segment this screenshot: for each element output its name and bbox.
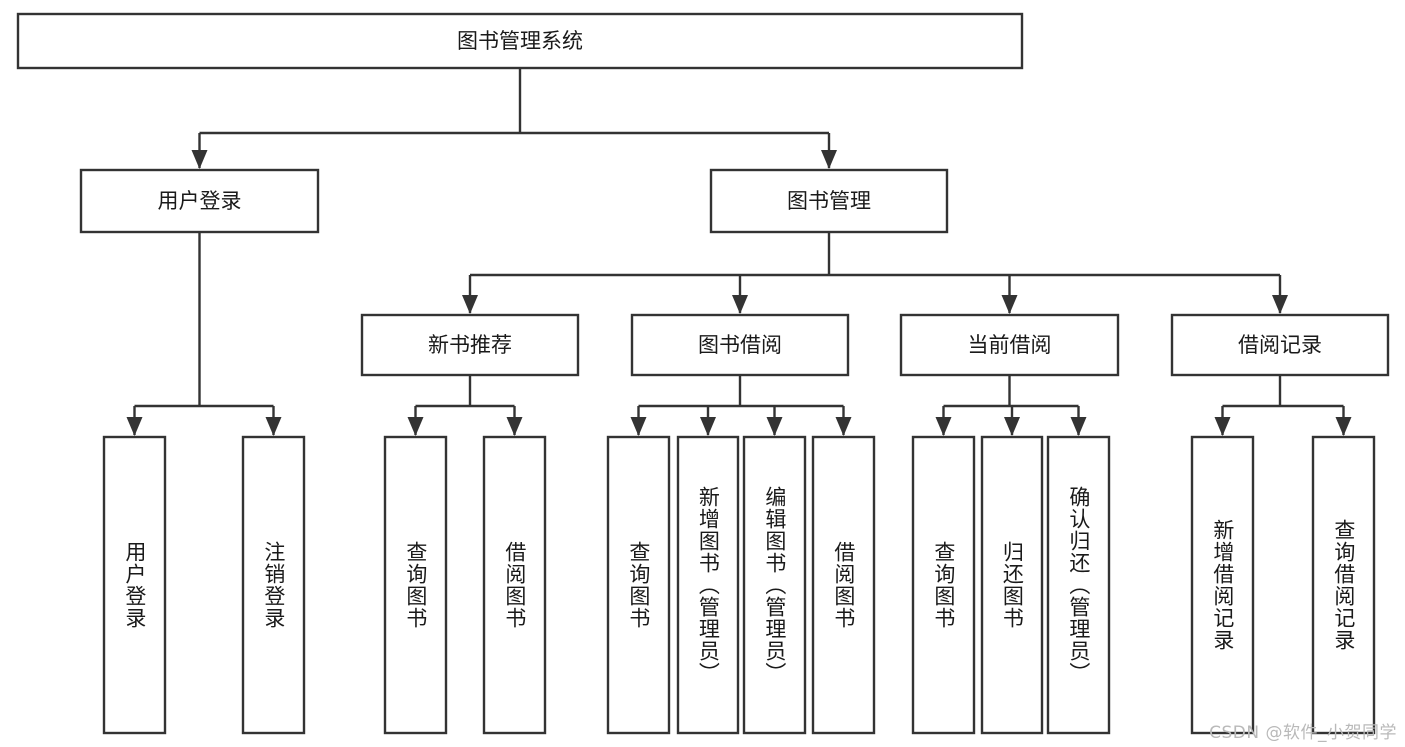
arrow-head-icon [1070, 417, 1087, 436]
arrow-head-icon [732, 295, 748, 314]
node-leaf-3[interactable] [482, 435, 547, 735]
node-leaf-6[interactable] [742, 435, 807, 735]
arrow-head-icon [1004, 417, 1020, 436]
node-box-layer [16, 12, 1390, 735]
arrow-head-icon [1335, 417, 1352, 436]
node-leaf-0[interactable] [102, 435, 167, 735]
arrow-head-icon [630, 417, 647, 436]
node-label: 图书管理系统 [457, 29, 583, 53]
arrow-head-icon [462, 295, 478, 314]
node-leaf-1[interactable] [241, 435, 306, 735]
node-level3-2[interactable] [899, 313, 1120, 377]
node-label: 图书管理 [787, 189, 871, 213]
arrow-head-icon [1001, 295, 1018, 314]
node-leaf-9[interactable] [980, 435, 1044, 735]
arrow-head-icon [835, 417, 852, 436]
node-label: 当前借阅 [968, 333, 1052, 357]
node-label: 借阅记录 [1238, 333, 1322, 357]
node-leaf-12[interactable] [1311, 435, 1376, 735]
csdn-watermark: CSDN @软件_小贺同学 [1209, 723, 1397, 743]
node-level3-0[interactable] [360, 313, 580, 377]
arrow-head-icon [700, 417, 716, 436]
arrow-head-icon [1214, 417, 1231, 436]
arrow-head-icon [265, 417, 282, 436]
arrow-head-icon [1272, 295, 1288, 314]
node-level2-0[interactable] [79, 168, 320, 234]
node-label: 图书借阅 [698, 333, 782, 357]
node-level2-1[interactable] [709, 168, 949, 234]
node-leaf-5[interactable] [676, 435, 740, 735]
arrow-head-icon [126, 417, 143, 436]
node-label: 用户登录 [158, 189, 242, 213]
arrow-head-icon [407, 417, 424, 436]
node-label: 新书推荐 [428, 333, 512, 357]
arrow-head-icon [935, 417, 952, 436]
node-leaf-11[interactable] [1190, 435, 1255, 735]
arrow-head-icon [191, 150, 208, 169]
arrow-head-icon [506, 417, 523, 436]
arrow-head-icon [766, 417, 783, 436]
node-leaf-4[interactable] [606, 435, 671, 735]
node-level3-1[interactable] [630, 313, 850, 377]
node-root[interactable] [16, 12, 1024, 70]
node-level3-3[interactable] [1170, 313, 1390, 377]
node-leaf-8[interactable] [911, 435, 976, 735]
node-leaf-2[interactable] [383, 435, 448, 735]
connector-layer [126, 68, 1352, 436]
node-leaf-7[interactable] [811, 435, 876, 735]
node-leaf-10[interactable] [1046, 435, 1111, 735]
arrow-head-icon [821, 150, 837, 169]
